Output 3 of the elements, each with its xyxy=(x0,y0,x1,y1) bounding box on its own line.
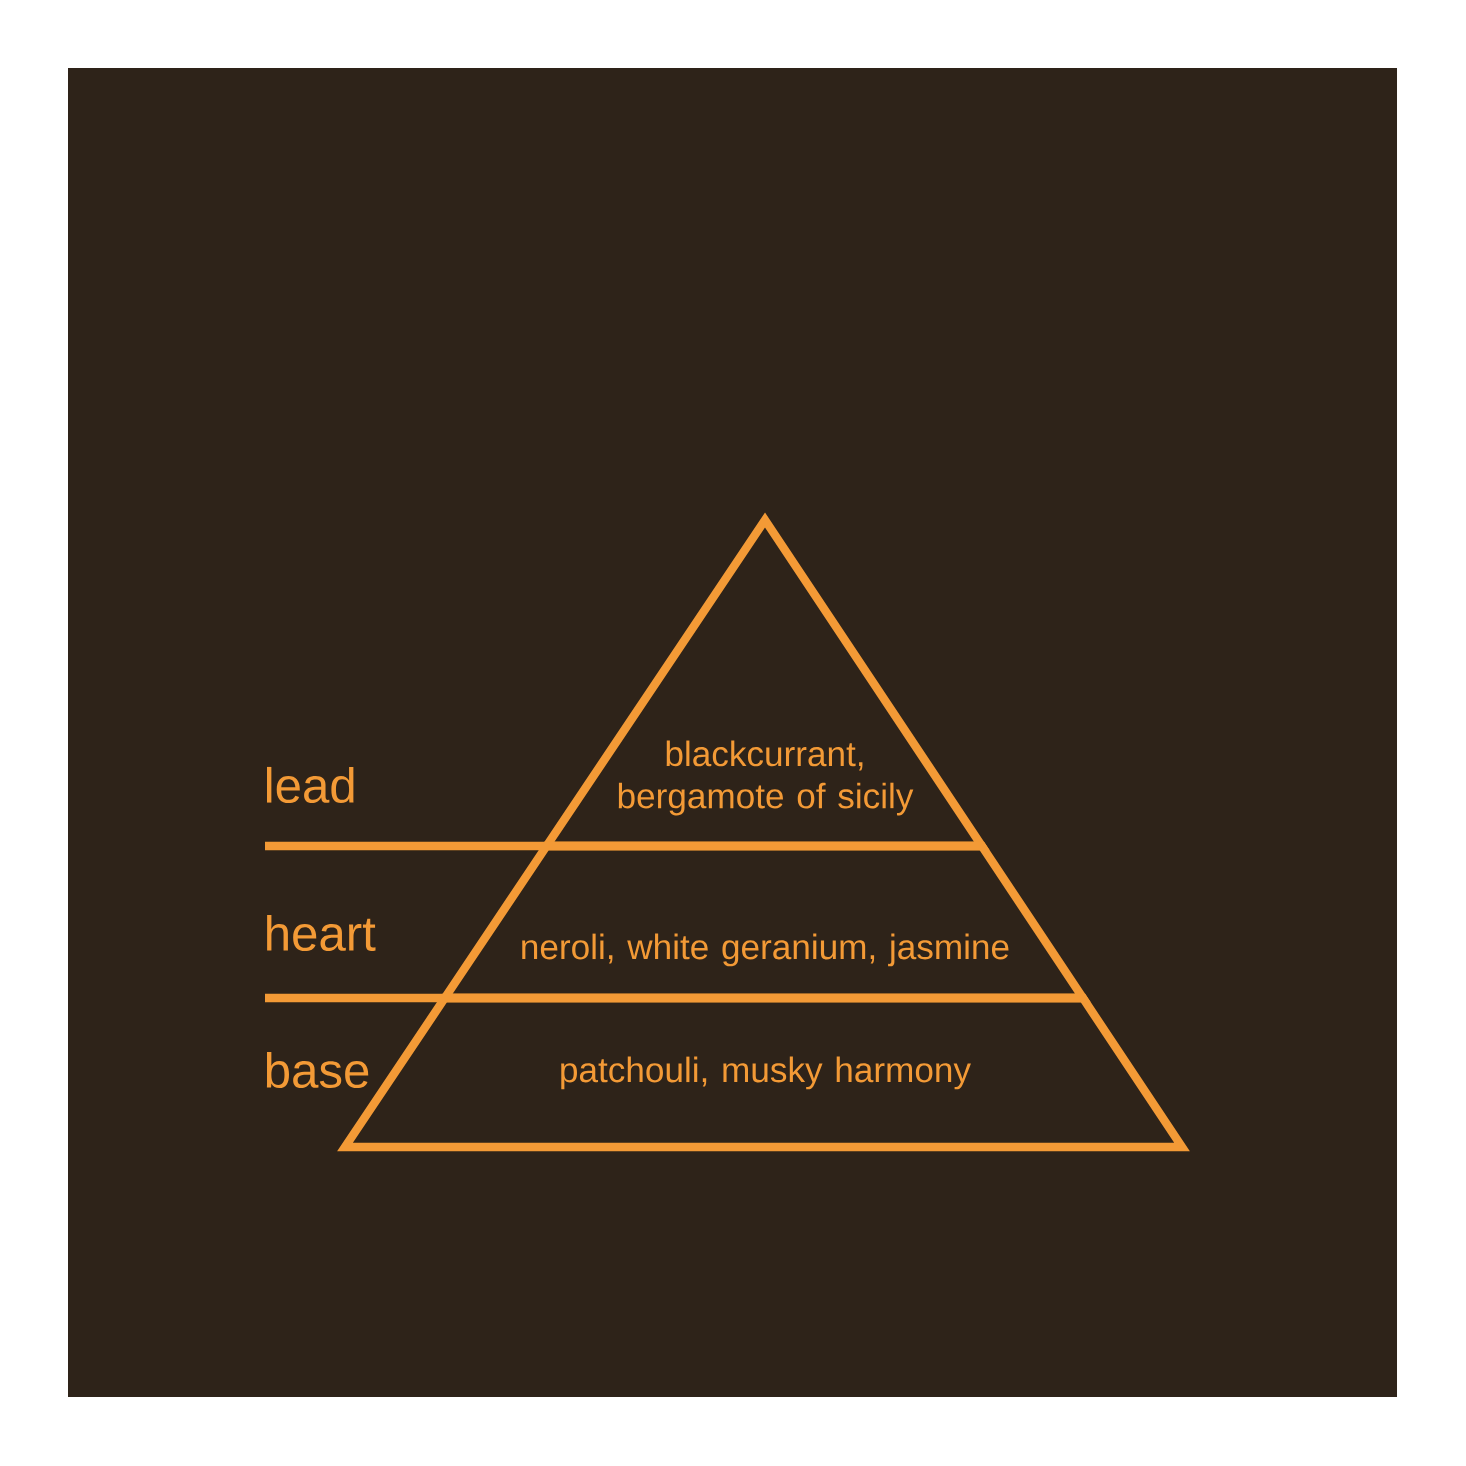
tier-label: lead xyxy=(267,766,354,804)
tier-label: heart xyxy=(267,914,376,952)
tier-label: base xyxy=(266,1051,369,1089)
